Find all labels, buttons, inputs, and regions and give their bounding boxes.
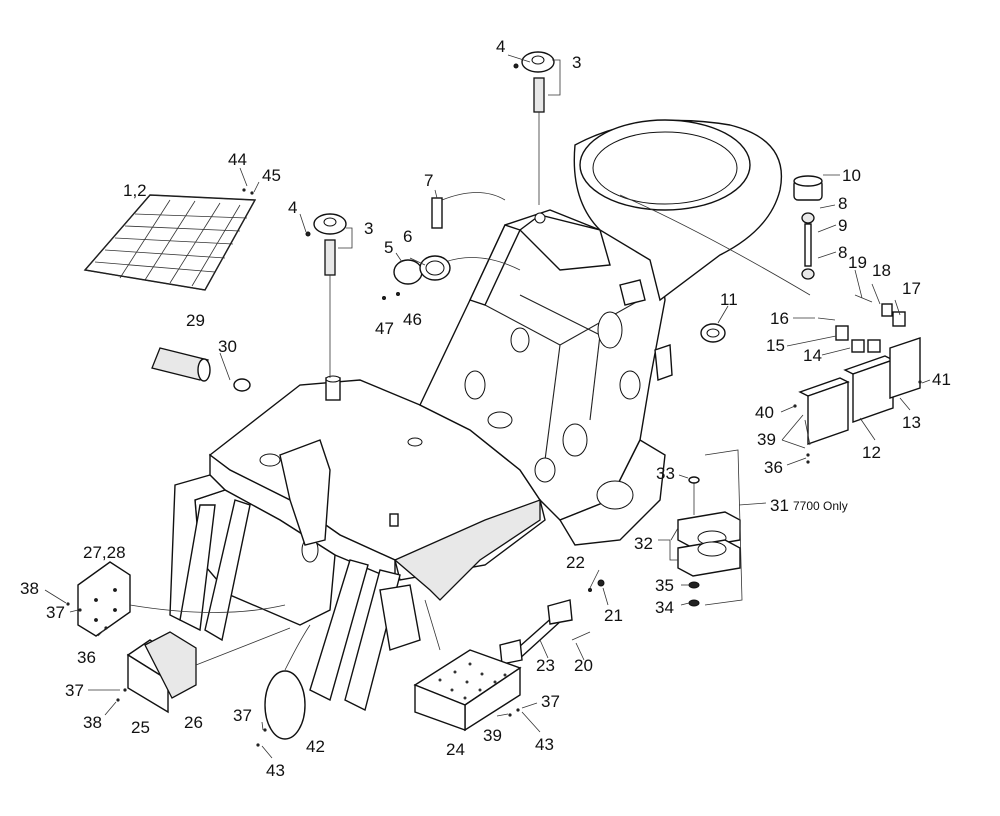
callout-19: 19 bbox=[848, 253, 867, 272]
callout-41: 41 bbox=[932, 370, 951, 389]
callout-labels: 4 3 44 45 1,2 4 3 7 6 5 47 46 10 8 9 8 1… bbox=[20, 37, 951, 780]
callout-36: 36 bbox=[764, 458, 783, 477]
callout-40: 40 bbox=[755, 403, 774, 422]
seat-pivot-top bbox=[513, 51, 555, 205]
callout-8: 8 bbox=[838, 194, 847, 213]
callout-38: 38 bbox=[20, 579, 39, 598]
callout-9: 9 bbox=[838, 216, 847, 235]
callout-10: 10 bbox=[842, 166, 861, 185]
callout-32: 32 bbox=[634, 534, 653, 553]
callout-3: 3 bbox=[572, 53, 581, 72]
support-brackets bbox=[798, 337, 921, 446]
callout-24: 24 bbox=[446, 740, 465, 759]
bracket-hardware bbox=[817, 294, 906, 353]
callout-25: 25 bbox=[131, 718, 150, 737]
callout-33: 33 bbox=[656, 464, 675, 483]
callout-14: 14 bbox=[803, 346, 822, 365]
callout-7: 7 bbox=[424, 171, 433, 190]
callout-3: 3 bbox=[364, 219, 373, 238]
oval-cover bbox=[264, 624, 311, 740]
clamp-assembly bbox=[677, 449, 743, 607]
callout-21: 21 bbox=[604, 606, 623, 625]
callout-13: 13 bbox=[902, 413, 921, 432]
leader-lines bbox=[44, 54, 931, 759]
seat-pivot-left bbox=[305, 213, 347, 378]
callout-37: 37 bbox=[65, 681, 84, 700]
fastener-dots bbox=[66, 188, 922, 747]
callout-15: 15 bbox=[766, 336, 785, 355]
callout-35: 35 bbox=[655, 576, 674, 595]
callout-26: 26 bbox=[184, 713, 203, 732]
callout-42: 42 bbox=[306, 737, 325, 756]
callout-1-2: 1,2 bbox=[123, 181, 147, 200]
callout-31: 31 bbox=[770, 496, 789, 515]
knob-assembly bbox=[793, 175, 823, 280]
callout-23: 23 bbox=[536, 656, 555, 675]
callout-4: 4 bbox=[496, 37, 505, 56]
callout-30: 30 bbox=[218, 337, 237, 356]
callout-18: 18 bbox=[872, 261, 891, 280]
callout-16: 16 bbox=[770, 309, 789, 328]
callout-36: 36 bbox=[77, 648, 96, 667]
callout-38: 38 bbox=[83, 713, 102, 732]
note-7700-only: 7700 Only bbox=[793, 499, 848, 513]
callout-37: 37 bbox=[46, 603, 65, 622]
callout-43: 43 bbox=[266, 761, 285, 780]
callout-44: 44 bbox=[228, 150, 247, 169]
callout-43: 43 bbox=[535, 735, 554, 754]
callout-11: 11 bbox=[720, 290, 738, 309]
callout-6: 6 bbox=[403, 227, 412, 246]
main-frame bbox=[169, 119, 811, 712]
bushing bbox=[700, 323, 726, 343]
side-plate bbox=[77, 561, 286, 637]
callout-37: 37 bbox=[541, 692, 560, 711]
strap-part bbox=[431, 197, 443, 229]
access-panel bbox=[126, 627, 291, 714]
callout-37: 37 bbox=[233, 706, 252, 725]
handle-grip bbox=[151, 347, 251, 392]
callout-29: 29 bbox=[186, 311, 205, 330]
callout-20: 20 bbox=[574, 656, 593, 675]
floor-mat bbox=[83, 194, 257, 291]
callout-4: 4 bbox=[288, 198, 297, 217]
callout-34: 34 bbox=[655, 598, 674, 617]
callout-22: 22 bbox=[566, 553, 585, 572]
callout-27-28: 27,28 bbox=[83, 543, 126, 562]
callout-8: 8 bbox=[838, 243, 847, 262]
callout-46: 46 bbox=[403, 310, 422, 329]
callout-17: 17 bbox=[902, 279, 921, 298]
callout-39: 39 bbox=[757, 430, 776, 449]
callout-12: 12 bbox=[862, 443, 881, 462]
step-bar bbox=[499, 579, 605, 665]
cover-and-gasket bbox=[382, 255, 451, 300]
callout-47: 47 bbox=[375, 319, 394, 338]
step-box bbox=[413, 649, 522, 732]
callout-5: 5 bbox=[384, 238, 393, 257]
callout-45: 45 bbox=[262, 166, 281, 185]
callout-39: 39 bbox=[483, 726, 502, 745]
